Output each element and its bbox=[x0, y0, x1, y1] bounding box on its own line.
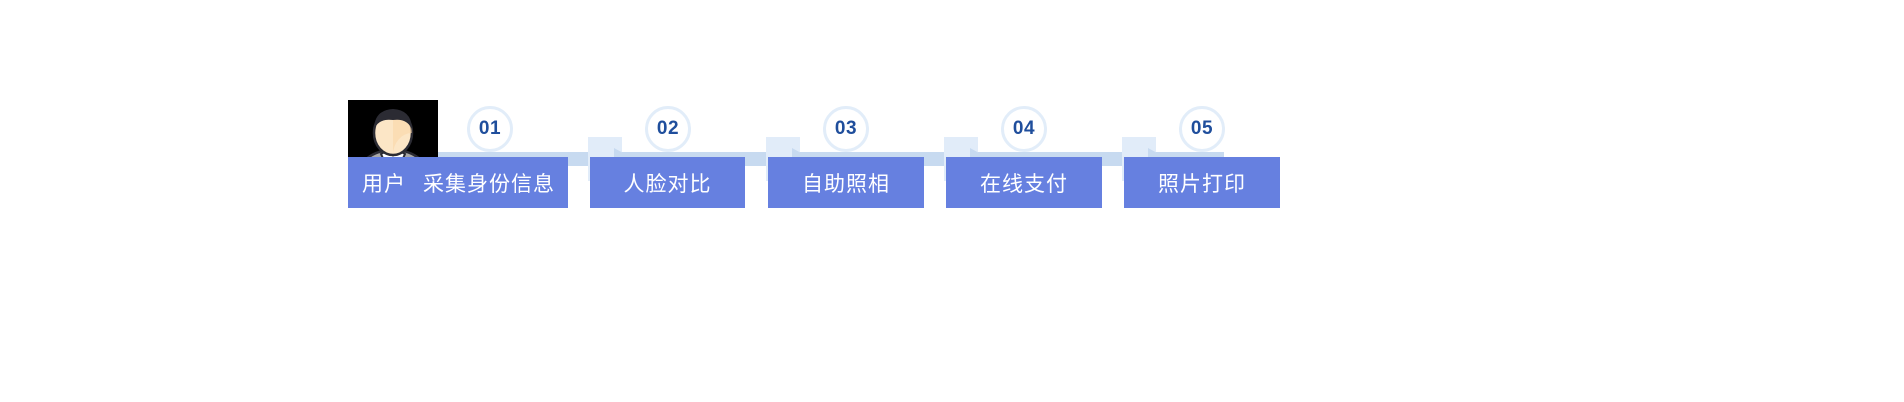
step-number-02: 02 bbox=[656, 118, 680, 139]
step-label-03[interactable]: 自助照相 bbox=[768, 157, 924, 208]
step-label-text-03: 自助照相 bbox=[802, 172, 890, 196]
step-number-05: 05 bbox=[1190, 118, 1214, 139]
actor-label: 用户 bbox=[348, 157, 420, 208]
step-label-text-02: 人脸对比 bbox=[623, 172, 712, 196]
step-label-01[interactable]: 采集身份信息 bbox=[410, 157, 568, 208]
step-label-04[interactable]: 在线支付 bbox=[946, 157, 1102, 208]
step-circle-03[interactable]: 03 bbox=[823, 106, 869, 152]
step-label-05[interactable]: 照片打印 bbox=[1124, 157, 1280, 208]
step-label-text-05: 照片打印 bbox=[1158, 172, 1246, 196]
step-label-text-01: 采集身份信息 bbox=[423, 172, 555, 196]
step-circle-02[interactable]: 02 bbox=[645, 106, 691, 152]
step-circle-01[interactable]: 01 bbox=[467, 106, 513, 152]
step-number-04: 04 bbox=[1012, 118, 1036, 139]
step-circle-04[interactable]: 04 bbox=[1001, 106, 1047, 152]
step-number-01: 01 bbox=[478, 118, 502, 139]
step-label-02[interactable]: 人脸对比 bbox=[590, 157, 745, 208]
step-label-text-04: 在线支付 bbox=[980, 172, 1068, 196]
step-circle-05[interactable]: 05 bbox=[1179, 106, 1225, 152]
actor-label-text: 用户 bbox=[362, 172, 406, 196]
step-number-03: 03 bbox=[834, 118, 858, 139]
